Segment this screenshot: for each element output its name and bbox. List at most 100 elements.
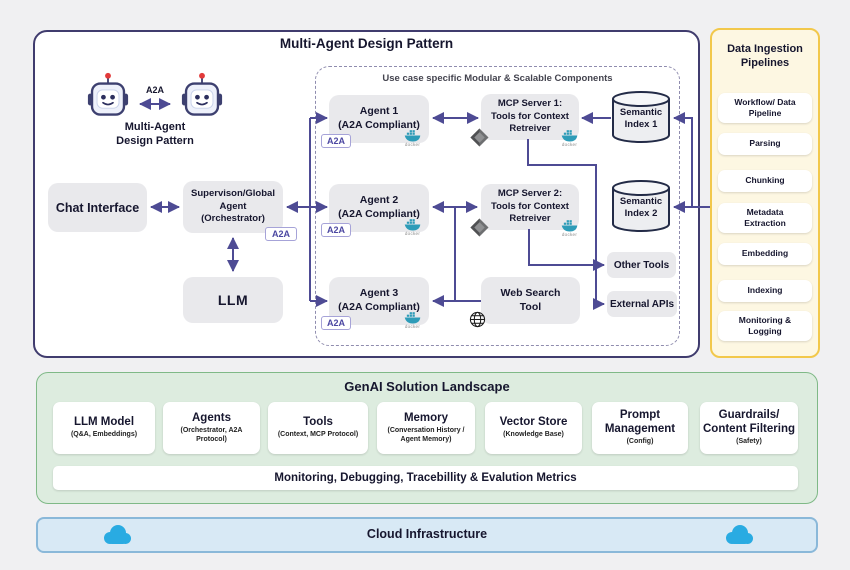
modular-components-title: Use case specific Modular & Scalable Com… — [382, 73, 613, 84]
semantic-index-line-1: Semantic — [619, 196, 663, 207]
chat-interface-label: Chat Interface — [55, 200, 140, 215]
genai-component: Tools (Context, MCP Protocol) — [268, 402, 368, 454]
cloud-icon — [722, 524, 756, 546]
mcp-line-2: Tools for Context — [491, 110, 569, 122]
mcp-line-1: MCP Server 1: — [497, 98, 563, 110]
supervisor-line-2: Agent — [219, 200, 247, 212]
mcp-line-3: Retreiver — [509, 123, 551, 135]
docker-icon: docker — [404, 218, 421, 237]
web-search-tool-node: Web Search Tool — [481, 277, 580, 324]
genai-component: Memory (Conversation History / Agent Mem… — [377, 402, 475, 454]
ingestion-step-label: Metadata Extraction — [744, 206, 786, 228]
genai-landscape-title: GenAI Solution Landscape — [344, 379, 510, 394]
genai-component-sub: (Conversation History / Agent Memory) — [387, 426, 465, 443]
genai-component-sub: (Config) — [626, 437, 654, 445]
ingestion-step: Monitoring & Logging — [718, 311, 812, 341]
genai-component: Guardrails/ Content Filtering (Safety) — [700, 402, 798, 454]
ingestion-step: Indexing — [718, 280, 812, 302]
a2a-badge: A2A — [265, 227, 297, 241]
semantic-index-1-db: Semantic Index 1 — [611, 90, 671, 144]
ingestion-step-label: Chunking — [745, 175, 785, 186]
supervisor-agent-node: Supervison/Global Agent (Orchestrator) — [183, 181, 283, 233]
agent-sub: (A2A Compliant) — [338, 119, 420, 131]
cloud-infrastructure-label: Cloud Infrastructure — [366, 527, 488, 541]
genai-component-name: Tools — [303, 416, 333, 429]
semantic-index-line-2: Index 2 — [624, 207, 658, 219]
docker-caption: docker — [561, 142, 578, 147]
ingestion-step: Metadata Extraction — [718, 203, 812, 233]
genai-component: Prompt Management (Config) — [592, 402, 688, 454]
a2a-badge: A2A — [321, 134, 351, 148]
genai-component-name: Guardrails/ Content Filtering — [703, 409, 795, 435]
data-ingestion-panel — [710, 28, 820, 358]
external-apis-node: External APIs — [607, 291, 677, 317]
docker-icon: docker — [404, 311, 421, 330]
genai-component-name: Agents — [192, 411, 231, 424]
web-search-label: Web Search Tool — [500, 286, 561, 313]
agent-sub: (A2A Compliant) — [338, 301, 420, 313]
data-ingestion-title: Data Ingestion Pipelines — [727, 43, 803, 70]
diamond-icon — [470, 128, 489, 147]
mcp-line-3: Retreiver — [509, 213, 551, 225]
ingestion-step-label: Parsing — [749, 138, 781, 149]
genai-component-name: Vector Store — [499, 416, 568, 429]
semantic-index-2-db: Semantic Index 2 — [611, 179, 671, 233]
chat-interface-node: Chat Interface — [48, 183, 147, 232]
docker-caption: docker — [561, 232, 578, 237]
robot-icon — [181, 71, 223, 118]
external-apis-label: External APIs — [609, 298, 675, 310]
docker-icon: docker — [561, 129, 578, 148]
semantic-index-line-2: Index 1 — [624, 118, 658, 130]
docker-caption: docker — [404, 324, 421, 329]
a2a-badge: A2A — [321, 316, 351, 330]
genai-component-sub: (Knowledge Base) — [503, 431, 564, 439]
multi-agent-panel-title: Multi-Agent Design Pattern — [279, 36, 454, 51]
ingestion-step-label: Indexing — [747, 285, 783, 296]
other-tools-node: Other Tools — [607, 252, 676, 278]
monitoring-metrics-bar: Monitoring, Debugging, Tracebillity & Ev… — [53, 466, 798, 490]
docker-caption: docker — [404, 142, 421, 147]
docker-caption: docker — [404, 231, 421, 236]
supervisor-line-3: (Orchestrator) — [201, 213, 265, 225]
genai-component-sub: (Orchestrator, A2A Protocol) — [180, 426, 243, 443]
genai-component-sub: (Q&A, Embeddings) — [70, 431, 138, 439]
genai-component: Agents (Orchestrator, A2A Protocol) — [163, 402, 260, 454]
agent-name: Agent 2 — [359, 194, 399, 207]
genai-component-sub: (Safety) — [736, 437, 762, 445]
globe-icon — [469, 311, 486, 328]
database-cylinder-icon — [612, 180, 670, 232]
semantic-index-line-1: Semantic — [619, 107, 663, 118]
ingestion-step-label: Embedding — [741, 248, 789, 259]
genai-component-sub: (Context, MCP Protocol) — [277, 431, 359, 439]
supervisor-line-1: Supervison/Global — [191, 188, 275, 200]
robot-icon — [87, 71, 129, 118]
database-cylinder-icon — [612, 91, 670, 143]
docker-icon: docker — [404, 129, 421, 148]
ingestion-step: Embedding — [718, 243, 812, 265]
genai-component: LLM Model (Q&A, Embeddings) — [53, 402, 155, 454]
genai-component-name: Prompt Management — [604, 409, 676, 435]
diamond-icon — [470, 218, 489, 237]
llm-label: LLM — [217, 292, 249, 308]
agent-name: Agent 1 — [359, 105, 399, 118]
ingestion-step-label: Workflow/ Data Pipeline — [734, 96, 796, 118]
robot-a2a-label: A2A — [145, 85, 164, 95]
mcp-line-2: Tools for Context — [491, 200, 569, 212]
llm-node: LLM — [183, 277, 283, 323]
docker-icon: docker — [561, 219, 578, 238]
ingestion-step: Parsing — [718, 133, 812, 155]
genai-component-name: LLM Model — [73, 416, 135, 429]
other-tools-label: Other Tools — [613, 259, 670, 271]
ingestion-step-label: Monitoring & Logging — [738, 314, 792, 336]
agent-name: Agent 3 — [359, 287, 399, 300]
ingestion-step: Workflow/ Data Pipeline — [718, 93, 812, 123]
ingestion-step: Chunking — [718, 170, 812, 192]
cloud-icon — [100, 524, 134, 546]
mcp-line-1: MCP Server 2: — [497, 188, 563, 200]
mcp-server-1-node: MCP Server 1: Tools for Context Retreive… — [481, 94, 579, 140]
agent-sub: (A2A Compliant) — [338, 208, 420, 220]
genai-component-name: Memory — [403, 411, 449, 424]
monitoring-metrics-label: Monitoring, Debugging, Tracebillity & Ev… — [274, 472, 577, 484]
a2a-badge: A2A — [321, 223, 351, 237]
